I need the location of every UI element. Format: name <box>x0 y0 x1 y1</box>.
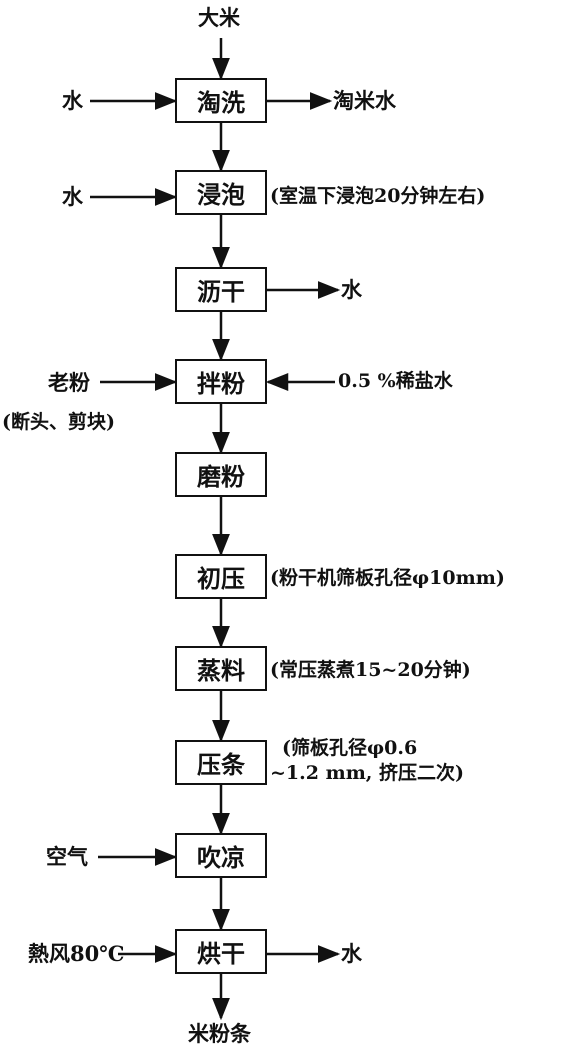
wash-water-label: 水 <box>62 88 83 113</box>
step-grind-box: 磨粉 <box>175 452 267 497</box>
old-powder-label: 老粉 <box>48 370 90 395</box>
extrude-note-line1: (筛板孔径φ0.6 <box>282 737 418 759</box>
soak-water-label: 水 <box>62 184 83 209</box>
step-soak-box: 浸泡 <box>175 170 267 215</box>
old-powder-note: (断头、剪块) <box>2 411 115 433</box>
rice-water-label: 淘米水 <box>333 88 396 113</box>
step-drain-box: 沥干 <box>175 267 267 312</box>
prepress-note: (粉干机筛板孔径φ10mm) <box>270 567 505 589</box>
step-dry-box: 烘干 <box>175 929 267 974</box>
salt-water-label: 0.5 %稀盐水 <box>338 370 453 392</box>
step-wash-box: 淘洗 <box>175 78 267 123</box>
extrude-note-line2: ~1.2 mm, 挤压二次) <box>270 762 465 784</box>
hot-air-label: 熱风80℃ <box>28 941 125 966</box>
soak-note: (室温下浸泡20分钟左右) <box>270 185 486 207</box>
step-mix-box: 拌粉 <box>175 359 267 404</box>
dry-water-label: 水 <box>341 941 362 966</box>
step-extrude-box: 压条 <box>175 740 267 785</box>
step-prepress-box: 初压 <box>175 554 267 599</box>
step-steam-box: 蒸料 <box>175 646 267 691</box>
air-label: 空气 <box>46 844 88 869</box>
drain-water-label: 水 <box>341 277 362 302</box>
output-rice-noodle-label: 米粉条 <box>188 1021 251 1046</box>
step-cool-box: 吹凉 <box>175 833 267 878</box>
steam-note: (常压蒸煮15~20分钟) <box>270 659 471 681</box>
input-rice-label: 大米 <box>198 5 240 30</box>
